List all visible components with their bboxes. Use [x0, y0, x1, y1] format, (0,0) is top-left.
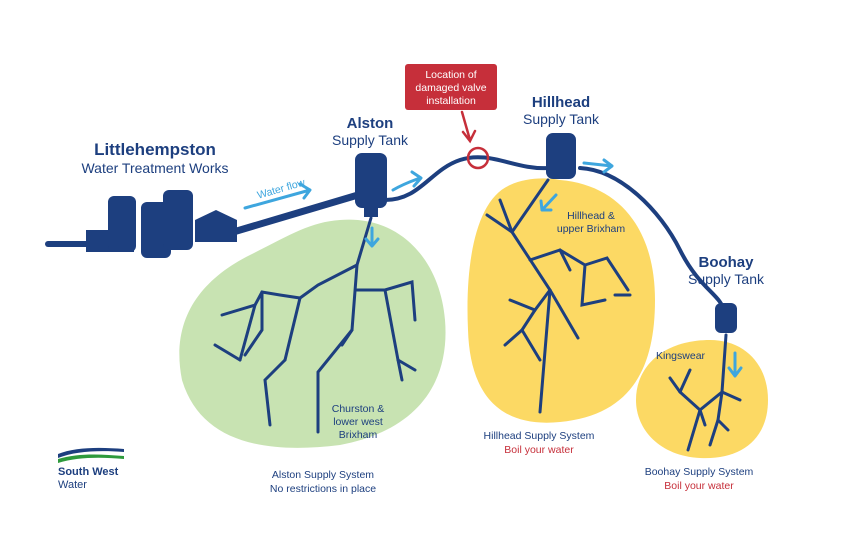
- hillhead-system-status: Boil your water: [504, 444, 574, 456]
- hillhead-tank-icon: [546, 133, 576, 179]
- boohay-tank-title: Boohay: [698, 254, 754, 271]
- flow-arrow-icon: [727, 351, 743, 378]
- damaged-valve-callout: [405, 64, 497, 110]
- hillhead-tank-title: Hillhead: [532, 94, 590, 111]
- kingswear-label: Kingswear: [656, 350, 706, 362]
- works-title: Littlehempston: [94, 140, 216, 159]
- flow-arrow-icon: [243, 182, 312, 210]
- alston-distribution-network: [213, 216, 417, 434]
- main-pipeline: [45, 155, 726, 314]
- damaged-valve-marker-icon: [466, 146, 490, 170]
- boohay-distribution-network: [668, 333, 742, 452]
- damaged-valve-label-1: Location of: [425, 69, 476, 81]
- works-subtitle: Water Treatment Works: [81, 160, 228, 176]
- alston-area-label-2: lower west: [333, 416, 383, 428]
- alston-area-label-3: Brixham: [339, 429, 378, 441]
- hillhead-area-label-2: upper Brixham: [557, 223, 626, 235]
- hillhead-distribution-network: [485, 178, 632, 414]
- flow-arrow-icon: [539, 193, 558, 212]
- boohay-system-name: Boohay Supply System: [645, 466, 754, 478]
- alston-tank-subtitle: Supply Tank: [332, 132, 409, 148]
- alston-tank-title: Alston: [347, 115, 394, 132]
- boohay-tank-subtitle: Supply Tank: [688, 271, 765, 287]
- south-west-water-logo: South West Water: [58, 447, 124, 491]
- boohay-system-status: Boil your water: [664, 480, 734, 492]
- hillhead-tank-subtitle: Supply Tank: [523, 111, 600, 127]
- damaged-valve-label-3: installation: [426, 95, 476, 107]
- alston-system-name: Alston Supply System: [272, 469, 374, 481]
- logo-line-2: Water: [58, 479, 87, 491]
- alston-tank-icon: [355, 153, 387, 217]
- boohay-tank-icon: [715, 303, 737, 333]
- flow-arrows: [243, 158, 743, 378]
- hillhead-supply-zone: [467, 178, 655, 423]
- treatment-works-icon: [86, 190, 237, 258]
- alston-area-label-1: Churston &: [332, 403, 385, 415]
- callout-pointer-icon: [460, 110, 477, 144]
- flow-arrow-icon: [391, 170, 423, 192]
- damaged-valve-label-2: damaged valve: [415, 82, 486, 94]
- alston-supply-zone: [179, 219, 446, 448]
- hillhead-area-label-1: Hillhead &: [567, 210, 615, 222]
- flow-arrow-icon: [582, 158, 614, 174]
- logo-line-1: South West: [58, 466, 119, 478]
- alston-system-status: No restrictions in place: [270, 483, 376, 495]
- hillhead-system-name: Hillhead Supply System: [484, 430, 595, 442]
- flow-arrow-icon: [364, 226, 380, 248]
